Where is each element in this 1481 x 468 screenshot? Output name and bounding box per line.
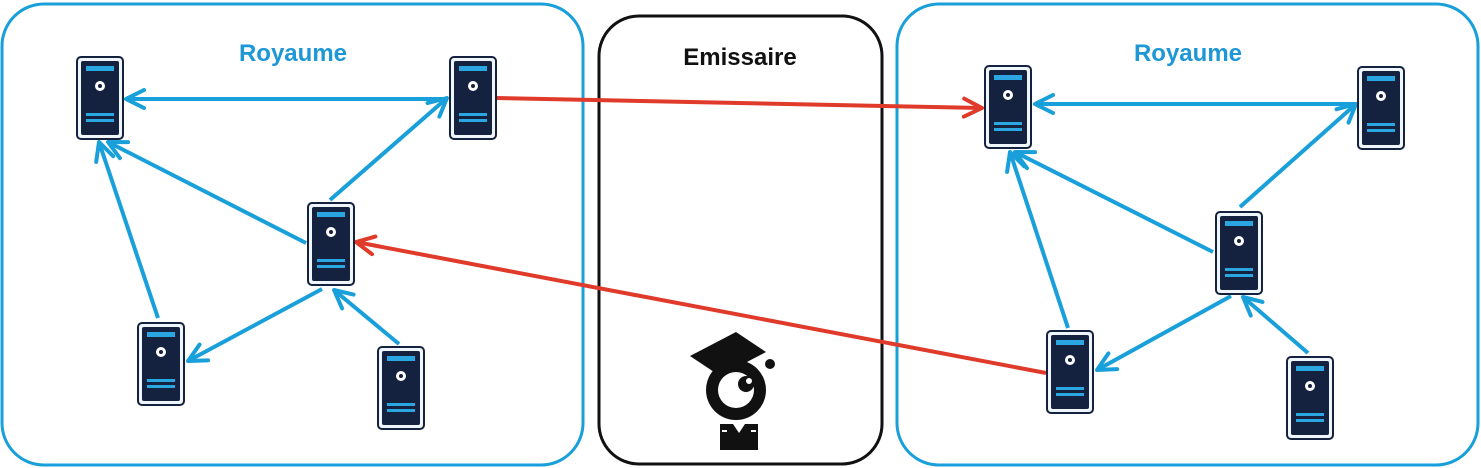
right-realm-panel [895,2,1480,467]
server-icon [1046,330,1094,414]
arrow-right-center-to-topright [1238,102,1358,209]
server-icon [307,202,355,286]
server-icon [449,56,497,140]
arrow-left-center-to-topleft [106,140,307,245]
emissary-panel [597,14,884,466]
arrow-cross-right-to-left [354,234,1047,375]
arrow-right-bottomleft-to-topleft [1005,150,1070,329]
server-icon [137,322,185,406]
right-realm-title: Royaume [1134,40,1242,67]
left-realm-panel [0,2,585,467]
arrow-left-bottomleft-to-topleft [94,140,160,319]
left-realm-title: Royaume [239,40,347,67]
server-icon [76,56,124,140]
server-icon [1286,356,1334,440]
server-icon [1215,211,1263,295]
emissary-title: Emissaire [683,44,796,71]
arrow-cross-left-to-right [496,96,984,119]
server-icon [1357,66,1405,150]
arrow-left-center-to-bottomleft [186,287,323,363]
server-icon [984,65,1032,149]
arrow-right-bottomright-to-center [1241,295,1310,355]
arrow-left-bottomright-to-center [332,288,401,346]
arrow-right-center-to-bottomleft [1095,294,1232,372]
server-icon [377,346,425,430]
emissary-mascot-icon [690,332,775,450]
arrow-left-center-to-topright [328,96,449,202]
arrow-right-center-to-topleft [1013,150,1214,254]
